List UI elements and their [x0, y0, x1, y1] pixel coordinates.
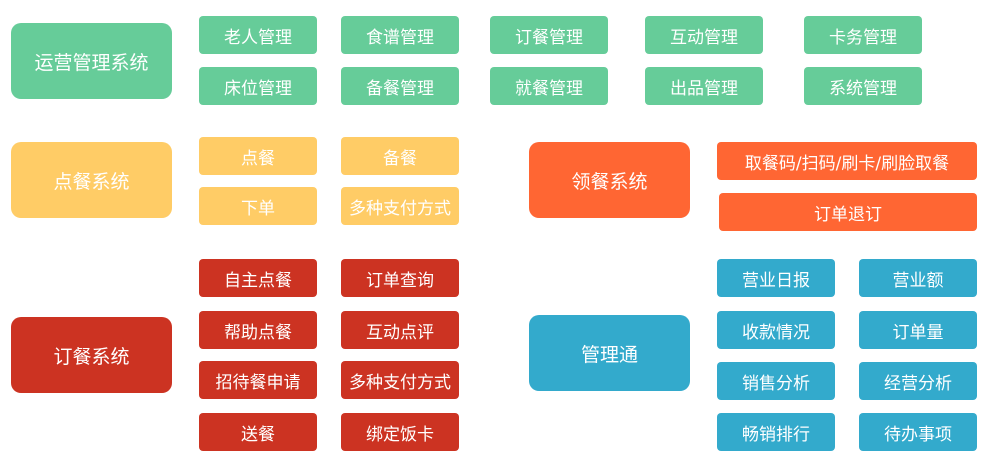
module-pickup-methods: 取餐码/扫码/刷卡/刷脸取餐 [717, 142, 977, 180]
module-business-analysis: 经营分析 [859, 362, 977, 400]
module-card-management: 卡务管理 [804, 16, 922, 54]
module-collections: 收款情况 [717, 311, 835, 349]
module-interaction-management: 互动管理 [645, 16, 763, 54]
module-order-cancel: 订单退订 [719, 193, 977, 231]
booking-system-box: 订餐系统 [11, 317, 172, 393]
module-bestseller-ranking: 畅销排行 [717, 413, 835, 451]
module-prepare-meal: 备餐 [341, 137, 459, 175]
operations-system-box: 运营管理系统 [11, 23, 172, 99]
module-review: 互动点评 [341, 311, 459, 349]
module-dining-management: 就餐管理 [490, 67, 608, 105]
module-daily-report: 营业日报 [717, 259, 835, 297]
module-bind-meal-card: 绑定饭卡 [341, 413, 459, 451]
module-bed-management: 床位管理 [199, 67, 317, 105]
module-payment-methods: 多种支付方式 [341, 187, 459, 225]
module-meal-order-management: 订餐管理 [490, 16, 608, 54]
ordering-system-box: 点餐系统 [11, 142, 172, 218]
module-system-management: 系统管理 [804, 67, 922, 105]
module-elderly-management: 老人管理 [199, 16, 317, 54]
pickup-system-box: 领餐系统 [529, 142, 690, 218]
module-todo-items: 待办事项 [859, 413, 977, 451]
module-meal-delivery: 送餐 [199, 413, 317, 451]
module-recipe-management: 食谱管理 [341, 16, 459, 54]
module-payment-methods-booking: 多种支付方式 [341, 361, 459, 399]
module-sales-analysis: 销售分析 [717, 362, 835, 400]
module-order-volume: 订单量 [859, 311, 977, 349]
management-system-box: 管理通 [529, 315, 690, 391]
module-assisted-order: 帮助点餐 [199, 311, 317, 349]
module-order-query: 订单查询 [341, 259, 459, 297]
module-revenue: 营业额 [859, 259, 977, 297]
module-meal-prep-management: 备餐管理 [341, 67, 459, 105]
module-order-meal: 点餐 [199, 137, 317, 175]
module-place-order: 下单 [199, 187, 317, 225]
module-output-management: 出品管理 [645, 67, 763, 105]
module-hospitality-request: 招待餐申请 [199, 361, 317, 399]
module-self-order: 自主点餐 [199, 259, 317, 297]
